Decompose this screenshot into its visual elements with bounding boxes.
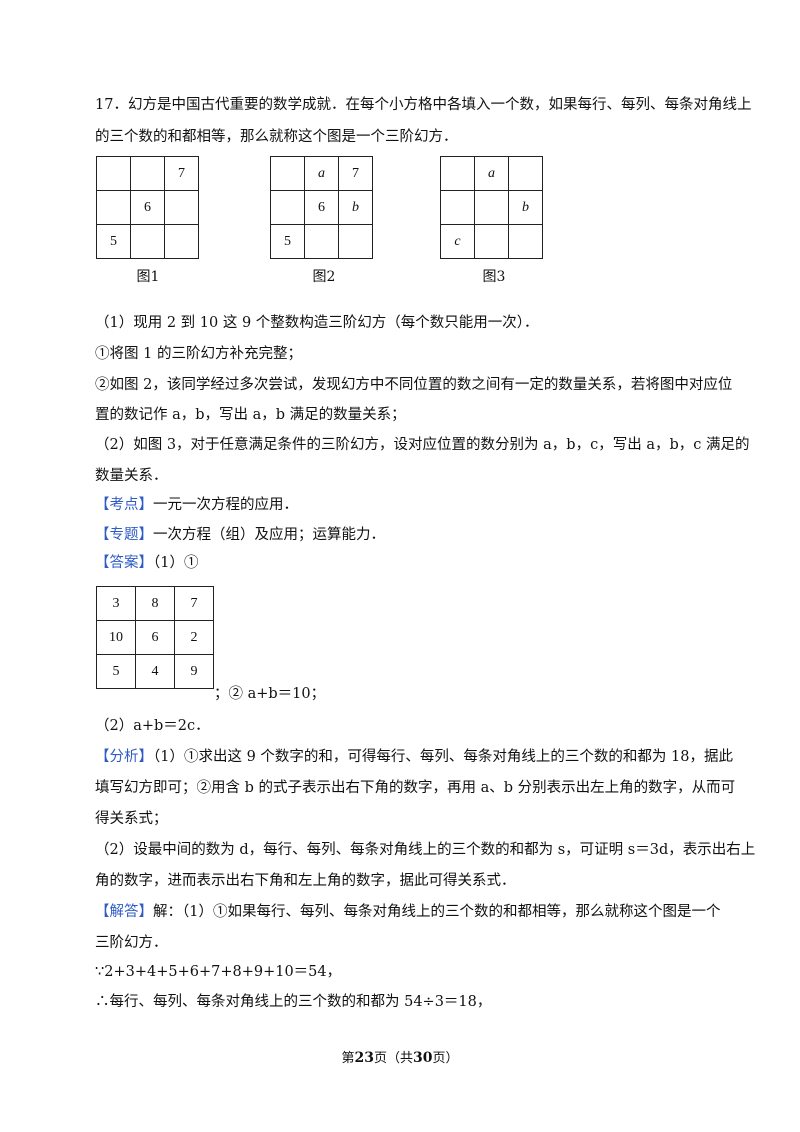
zhuanti-text: 一次方程（组）及应用；运算能力． (153, 527, 385, 543)
kaodian-section: 【考点】一元一次方程的应用． (95, 495, 298, 515)
daan-section: 【答案】（1）① (95, 553, 198, 573)
fig3-cell (440, 190, 475, 225)
jieda-line-4: ∴每行、每列、每条对角线上的三个数的和都为 54÷3＝18， (95, 994, 492, 1010)
page-footer: 第23页（共30页） (0, 1047, 800, 1066)
fig1-cell (130, 156, 165, 191)
fig1-cell: 6 (130, 190, 165, 225)
jieda-tag: 【解答】 (95, 904, 153, 920)
zhuanti-section: 【专题】一次方程（组）及应用；运算能力． (95, 525, 385, 545)
figure-3-grid: a b c (440, 156, 543, 259)
kaodian-tag: 【考点】 (95, 497, 153, 513)
fig3-cell (508, 224, 543, 259)
answer-cell: 6 (135, 620, 175, 655)
figure-1-grid: 7 6 5 (96, 156, 199, 259)
footer-total: 30 (413, 1050, 433, 1066)
fig2-cell (338, 224, 373, 259)
jieda-text-1: 解：（1）①如果每行、每列、每条对角线上的三个数的和都相等，那么就称这个图是一个 (153, 904, 721, 920)
daan-tag: 【答案】 (95, 555, 153, 571)
zhuanti-tag: 【专题】 (95, 527, 153, 543)
fig3-cell (474, 224, 509, 259)
fig3-cell (474, 190, 509, 225)
fenxi-text-1: （1）①求出这 9 个数字的和，可得每行、每列、每条对角线上的三个数的和都为 1… (153, 749, 733, 765)
fig2-cell: 7 (338, 156, 373, 191)
fenxi-line-5: 角的数字，进而表示出右下角和左上角的数字，据此可得关系式． (95, 873, 516, 889)
answer-part-1b: ；② a+b＝10； (214, 686, 326, 702)
fig3-cell: c (440, 224, 475, 259)
fenxi-line-1: 【分析】（1）①求出这 9 个数字的和，可得每行、每列、每条对角线上的三个数的和… (95, 747, 733, 767)
fig2-cell: 6 (304, 190, 339, 225)
footer-mid: 页（共 (373, 1051, 413, 1066)
answer-cell: 9 (174, 654, 214, 689)
fenxi-tag: 【分析】 (95, 749, 153, 765)
answer-part-2: （2）a+b＝2c． (95, 718, 210, 734)
fig1-cell (164, 224, 199, 259)
jieda-line-3: ∵2+3+4+5+6+7+8+9+10＝54， (95, 964, 342, 980)
fig1-cell (130, 224, 165, 259)
question-1: （1）现用 2 到 10 这 9 个整数构造三阶幻方（每个数只能用一次）． (95, 315, 539, 331)
answer-cell: 10 (96, 620, 136, 655)
fig3-cell: a (474, 156, 509, 191)
fig1-cell (96, 156, 131, 191)
jieda-line-2: 三阶幻方． (95, 935, 168, 951)
jieda-line-1: 【解答】解：（1）①如果每行、每列、每条对角线上的三个数的和都相等，那么就称这个… (95, 902, 720, 922)
fenxi-line-4: （2）设最中间的数为 d，每行、每列、每条对角线上的三个数的和都为 s，可证明 … (95, 842, 756, 858)
question-2-line-1: （2）如图 3，对于任意满足条件的三阶幻方，设对应位置的数分别为 a，b，c，写… (95, 437, 750, 453)
figure-2-caption: 图2 (312, 269, 336, 285)
daan-text: （1）① (153, 555, 199, 571)
fig1-cell: 5 (96, 224, 131, 259)
figure-3-caption: 图3 (482, 269, 506, 285)
fig2-cell (270, 190, 305, 225)
fenxi-line-3: 得关系式； (95, 811, 168, 827)
answer-cell: 5 (96, 654, 136, 689)
question-1b-line-2: 置的数记作 a，b，写出 a，b 满足的数量关系； (95, 407, 406, 423)
answer-cell: 4 (135, 654, 175, 689)
answer-cell: 2 (174, 620, 214, 655)
kaodian-text: 一元一次方程的应用． (153, 497, 298, 513)
answer-cell: 3 (96, 586, 136, 621)
footer-prefix: 第 (341, 1051, 355, 1066)
fig2-cell: 5 (270, 224, 305, 259)
fenxi-line-2: 填写幻方即可；②用含 b 的式子表示出右下角的数字，再用 a、b 分别表示出左上… (95, 780, 736, 796)
fig3-cell (440, 156, 475, 191)
fig2-cell (270, 156, 305, 191)
answer-cell: 8 (135, 586, 175, 621)
fig3-cell (508, 156, 543, 191)
fig2-cell: a (304, 156, 339, 191)
fig1-cell (164, 190, 199, 225)
fig3-cell: b (508, 190, 543, 225)
fig2-cell (304, 224, 339, 259)
answer-cell: 7 (174, 586, 214, 621)
footer-suffix: 页） (432, 1051, 459, 1066)
figure-1-caption: 图1 (136, 269, 160, 285)
question-1a: ①将图 1 的三阶幻方补充完整； (95, 346, 302, 362)
footer-page: 23 (354, 1050, 374, 1066)
question-1b-line-1: ②如图 2，该同学经过多次尝试，发现幻方中不同位置的数之间有一定的数量关系，若将… (95, 377, 733, 393)
problem-line-1: 17．幻方是中国古代重要的数学成就．在每个小方格中各填入一个数，如果每行、每列、… (95, 97, 752, 113)
fig1-cell (96, 190, 131, 225)
fig1-cell: 7 (164, 156, 199, 191)
question-2-line-2: 数量关系． (95, 468, 168, 484)
problem-line-2: 的三个数的和都相等，那么就称这个图是一个三阶幻方． (95, 129, 458, 145)
fig2-cell: b (338, 190, 373, 225)
